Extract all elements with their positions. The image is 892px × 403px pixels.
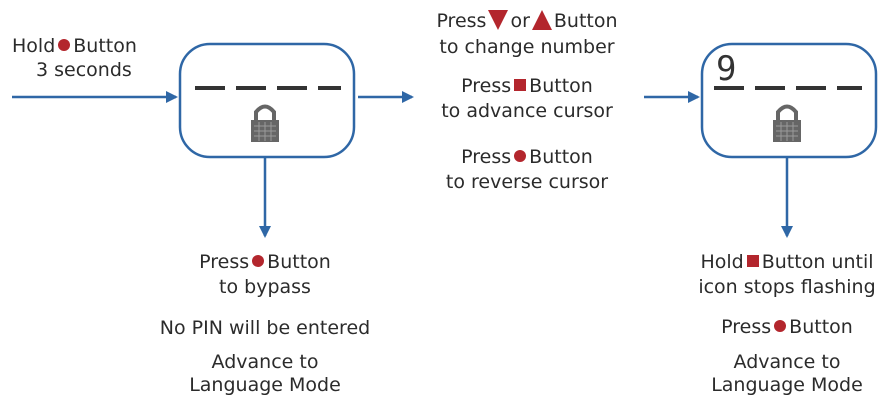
bypass-button: Button xyxy=(267,251,331,273)
up-triangle-button-icon xyxy=(531,10,552,30)
finish-press: Press xyxy=(721,316,772,338)
change-number-instruction: Press or Button xyxy=(412,10,642,33)
square-button-icon xyxy=(746,255,759,267)
finish-icon-flashing: icon stops flashing xyxy=(698,276,876,298)
finish-advance: Advance to xyxy=(733,351,841,373)
change-or: or xyxy=(510,10,530,32)
entered-digit: 9 xyxy=(716,49,737,89)
reverse-button: Button xyxy=(529,146,593,168)
change-button: Button xyxy=(553,10,618,32)
circle-button-icon xyxy=(774,320,787,332)
bypass-language-mode: Language Mode xyxy=(189,374,341,396)
advance-button: Button xyxy=(529,75,593,97)
finish-hold: Hold xyxy=(700,251,744,273)
lcd-display-entering xyxy=(700,42,878,159)
bypass-instruction: Press Button xyxy=(150,251,380,273)
reverse-cursor-instruction: Press Button xyxy=(412,146,642,168)
finish-hold-instruction: Hold Button until xyxy=(682,251,892,273)
bypass-line2: to bypass xyxy=(219,276,311,298)
circle-button-icon xyxy=(252,255,265,267)
reverse-cursor-line2: to reverse cursor xyxy=(445,171,609,193)
hold-instruction: Hold Button xyxy=(12,35,137,57)
advance-cursor-instruction: Press Button xyxy=(412,75,642,97)
reverse-press: Press xyxy=(461,146,512,168)
hold-suffix: Button xyxy=(73,35,137,57)
circle-button-icon xyxy=(58,39,71,51)
bypass-advance: Advance to xyxy=(211,351,319,373)
finish-hold-suffix: Button until xyxy=(761,251,874,273)
bypass-no-pin: No PIN will be entered xyxy=(159,317,371,339)
lock-icon xyxy=(773,104,801,142)
lcd-display-empty xyxy=(178,42,356,159)
square-button-icon xyxy=(514,79,527,91)
change-press: Press xyxy=(436,10,487,32)
advance-cursor-line2: to advance cursor xyxy=(441,100,613,122)
finish-language-mode: Language Mode xyxy=(711,374,863,396)
bypass-press: Press xyxy=(199,251,250,273)
change-number-line2: to change number xyxy=(439,36,615,58)
advance-press: Press xyxy=(461,75,512,97)
finish-press-button: Button xyxy=(789,316,853,338)
finish-press-instruction: Press Button xyxy=(682,316,892,338)
hold-prefix: Hold xyxy=(12,35,56,57)
circle-button-icon xyxy=(514,150,527,162)
down-triangle-button-icon xyxy=(488,10,509,30)
hold-duration: 3 seconds xyxy=(36,59,132,81)
lock-icon xyxy=(251,104,279,142)
